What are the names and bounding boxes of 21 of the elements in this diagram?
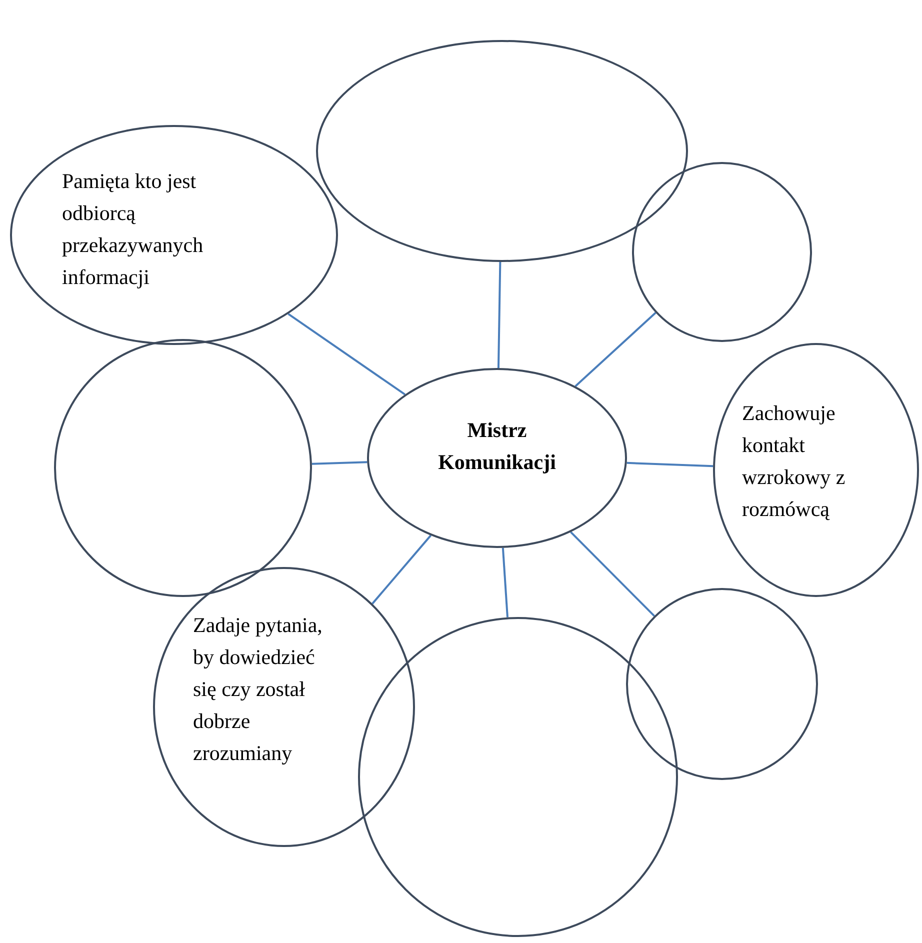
empty-circle — [358, 617, 678, 937]
connector-line — [574, 312, 656, 387]
empty-circle — [626, 588, 818, 780]
connector-line — [288, 313, 406, 396]
ellipse-node — [713, 343, 919, 597]
empty-circle — [632, 162, 812, 342]
empty-circle — [54, 339, 312, 597]
node-text: Zachowuje kontakt wzrokowy z rozmówcą — [742, 400, 846, 523]
connector-line — [626, 462, 714, 468]
connector-line — [502, 548, 508, 618]
connector-line — [372, 534, 432, 604]
connector-line — [497, 262, 502, 368]
node-text: Zadaje pytania, by dowiedzieć się czy został dobrze zrozumiany — [193, 612, 324, 767]
node-text: Pamięta kto jest odbiorcą przekazywanych informacji — [62, 168, 204, 291]
center-title: Mistrz Komunikacji — [437, 417, 557, 476]
connector-line — [570, 531, 655, 617]
empty-ellipse — [316, 40, 688, 262]
ellipse-node — [10, 125, 338, 345]
ellipse-node — [153, 567, 415, 847]
ellipse-node — [367, 368, 627, 548]
connector-line — [312, 461, 368, 465]
